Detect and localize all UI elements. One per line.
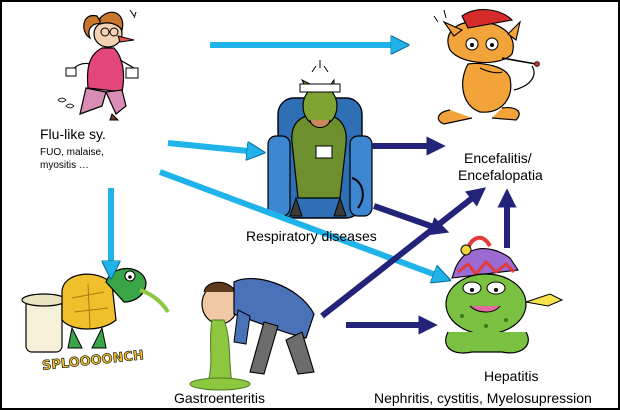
- encefalitis-label-line-1: Encefalitis/: [464, 150, 532, 166]
- flu-like-details-line-1: FUO, malaise,: [40, 147, 104, 159]
- encefalitis-label-line-2: Encefalopatia: [458, 167, 543, 183]
- gastroenteritis-label: Gastroenteritis: [174, 390, 265, 406]
- flu-like-details-line-2: myositis …: [40, 160, 89, 172]
- arrow-flu-to-respiratory: [168, 143, 258, 152]
- arrow-flu-to-hepatitis: [160, 172, 444, 278]
- flu-like-label: Flu-like sy.: [40, 126, 106, 142]
- hepatitis-label: Hepatitis: [484, 368, 538, 384]
- nephritis-cystitis-label: Nephritis, cystitis, Myelosupression: [374, 390, 592, 406]
- arrow-gastro-to-encefalitis: [322, 192, 480, 316]
- respiratory-diseases-label: Respiratory diseases: [246, 228, 377, 244]
